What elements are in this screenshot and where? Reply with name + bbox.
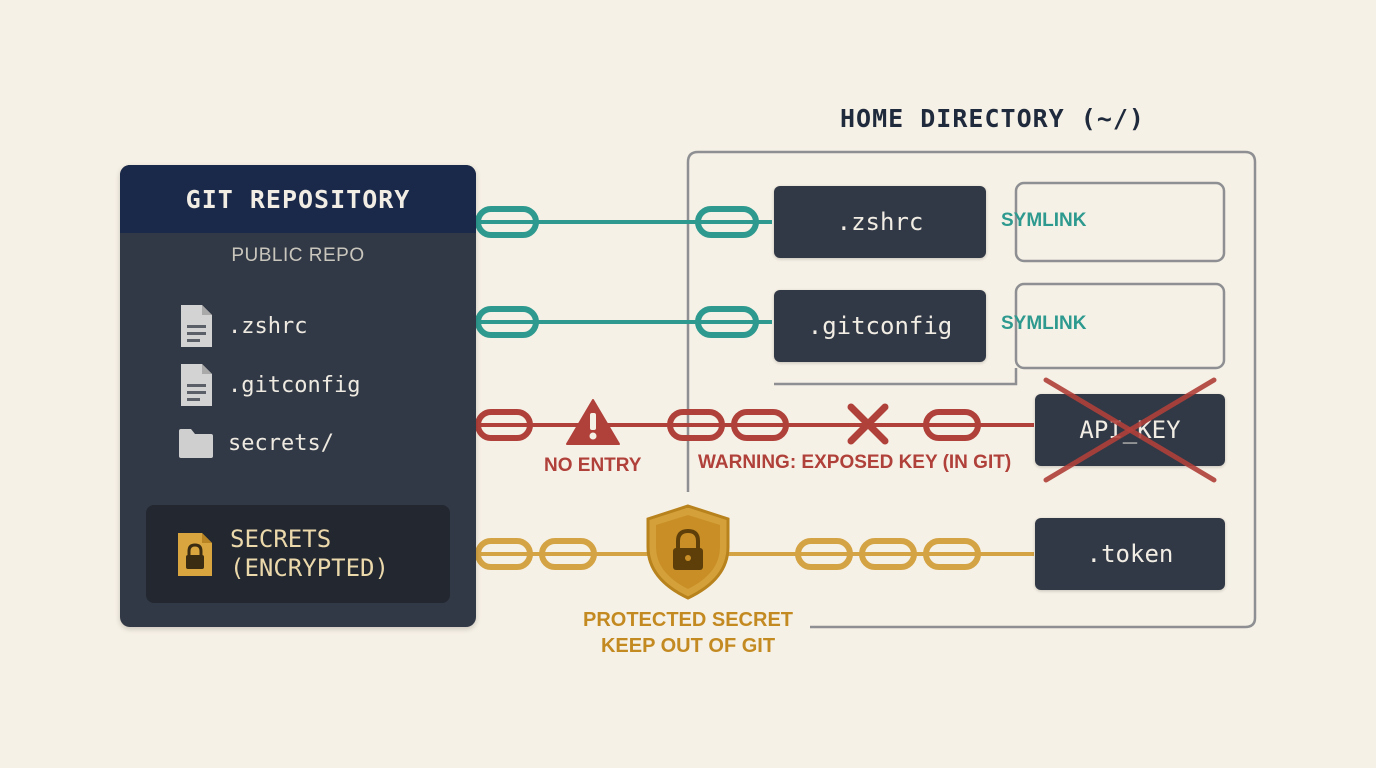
chain-link — [695, 206, 759, 238]
chain-link — [475, 538, 533, 570]
shield-lock-icon — [646, 504, 730, 600]
zshrc-symlink-chain — [475, 206, 772, 238]
repo-file-gitconfig[interactable]: .gitconfig — [178, 362, 360, 408]
gitconfig-bracket — [774, 368, 1018, 386]
chain-link — [923, 538, 981, 570]
repo-file-zshrc[interactable]: .zshrc — [178, 303, 307, 349]
home-directory-outline — [686, 150, 1257, 629]
chain-link — [923, 409, 981, 441]
home-file-gitconfig[interactable]: .gitconfig — [774, 290, 986, 362]
chain-link — [475, 206, 539, 238]
lock-file-icon — [178, 533, 212, 576]
symlink-label-zshrc: SYMLINK — [1001, 210, 1087, 231]
home-file-zshrc[interactable]: .zshrc — [774, 186, 986, 258]
token-protected-chain — [475, 538, 1034, 570]
repo-folder-secrets[interactable]: secrets/ — [178, 427, 334, 459]
folder-icon — [179, 429, 213, 458]
gitconfig-symlink-frame — [1014, 282, 1226, 370]
chain-link — [475, 306, 539, 338]
symlink-label-gitconfig: SYMLINK — [1001, 313, 1087, 334]
repo-folder-label: secrets/ — [228, 430, 334, 456]
api-key-blocked-chain — [475, 409, 1034, 441]
exposed-key-warning-label: WARNING: EXPOSED KEY (IN GIT) — [698, 452, 1012, 473]
git-repository-panel: GIT REPOSITORY PUBLIC REPO .zshrc .gitco… — [120, 165, 476, 627]
blocked-cross-icon — [1043, 377, 1217, 483]
home-directory-title: HOME DIRECTORY (~/) — [840, 104, 1145, 133]
chain-link — [859, 538, 917, 570]
chain-link — [539, 538, 597, 570]
home-file-token[interactable]: .token — [1035, 518, 1225, 590]
zshrc-symlink-frame — [1014, 181, 1226, 263]
file-icon — [181, 364, 212, 406]
no-entry-label: NO ENTRY — [544, 455, 642, 476]
protected-secret-label: PROTECTED SECRET KEEP OUT OF GIT — [582, 609, 794, 657]
file-icon — [181, 305, 212, 347]
repo-file-label: .gitconfig — [228, 372, 361, 398]
chain-link — [695, 306, 759, 338]
chain-link — [795, 538, 853, 570]
repo-file-label: .zshrc — [228, 313, 308, 339]
chain-link — [731, 409, 789, 441]
chain-link — [475, 409, 533, 441]
repo-subtitle: PUBLIC REPO — [231, 245, 365, 266]
chain-link — [667, 409, 725, 441]
encrypted-secrets-label: SECRETS (ENCRYPTED) — [230, 525, 389, 582]
warning-triangle-icon — [566, 399, 620, 445]
x-mark-icon — [847, 403, 889, 445]
repo-title: GIT REPOSITORY — [120, 165, 476, 233]
gitconfig-symlink-chain — [475, 306, 772, 338]
encrypted-secrets-box[interactable]: SECRETS (ENCRYPTED) — [146, 505, 450, 603]
